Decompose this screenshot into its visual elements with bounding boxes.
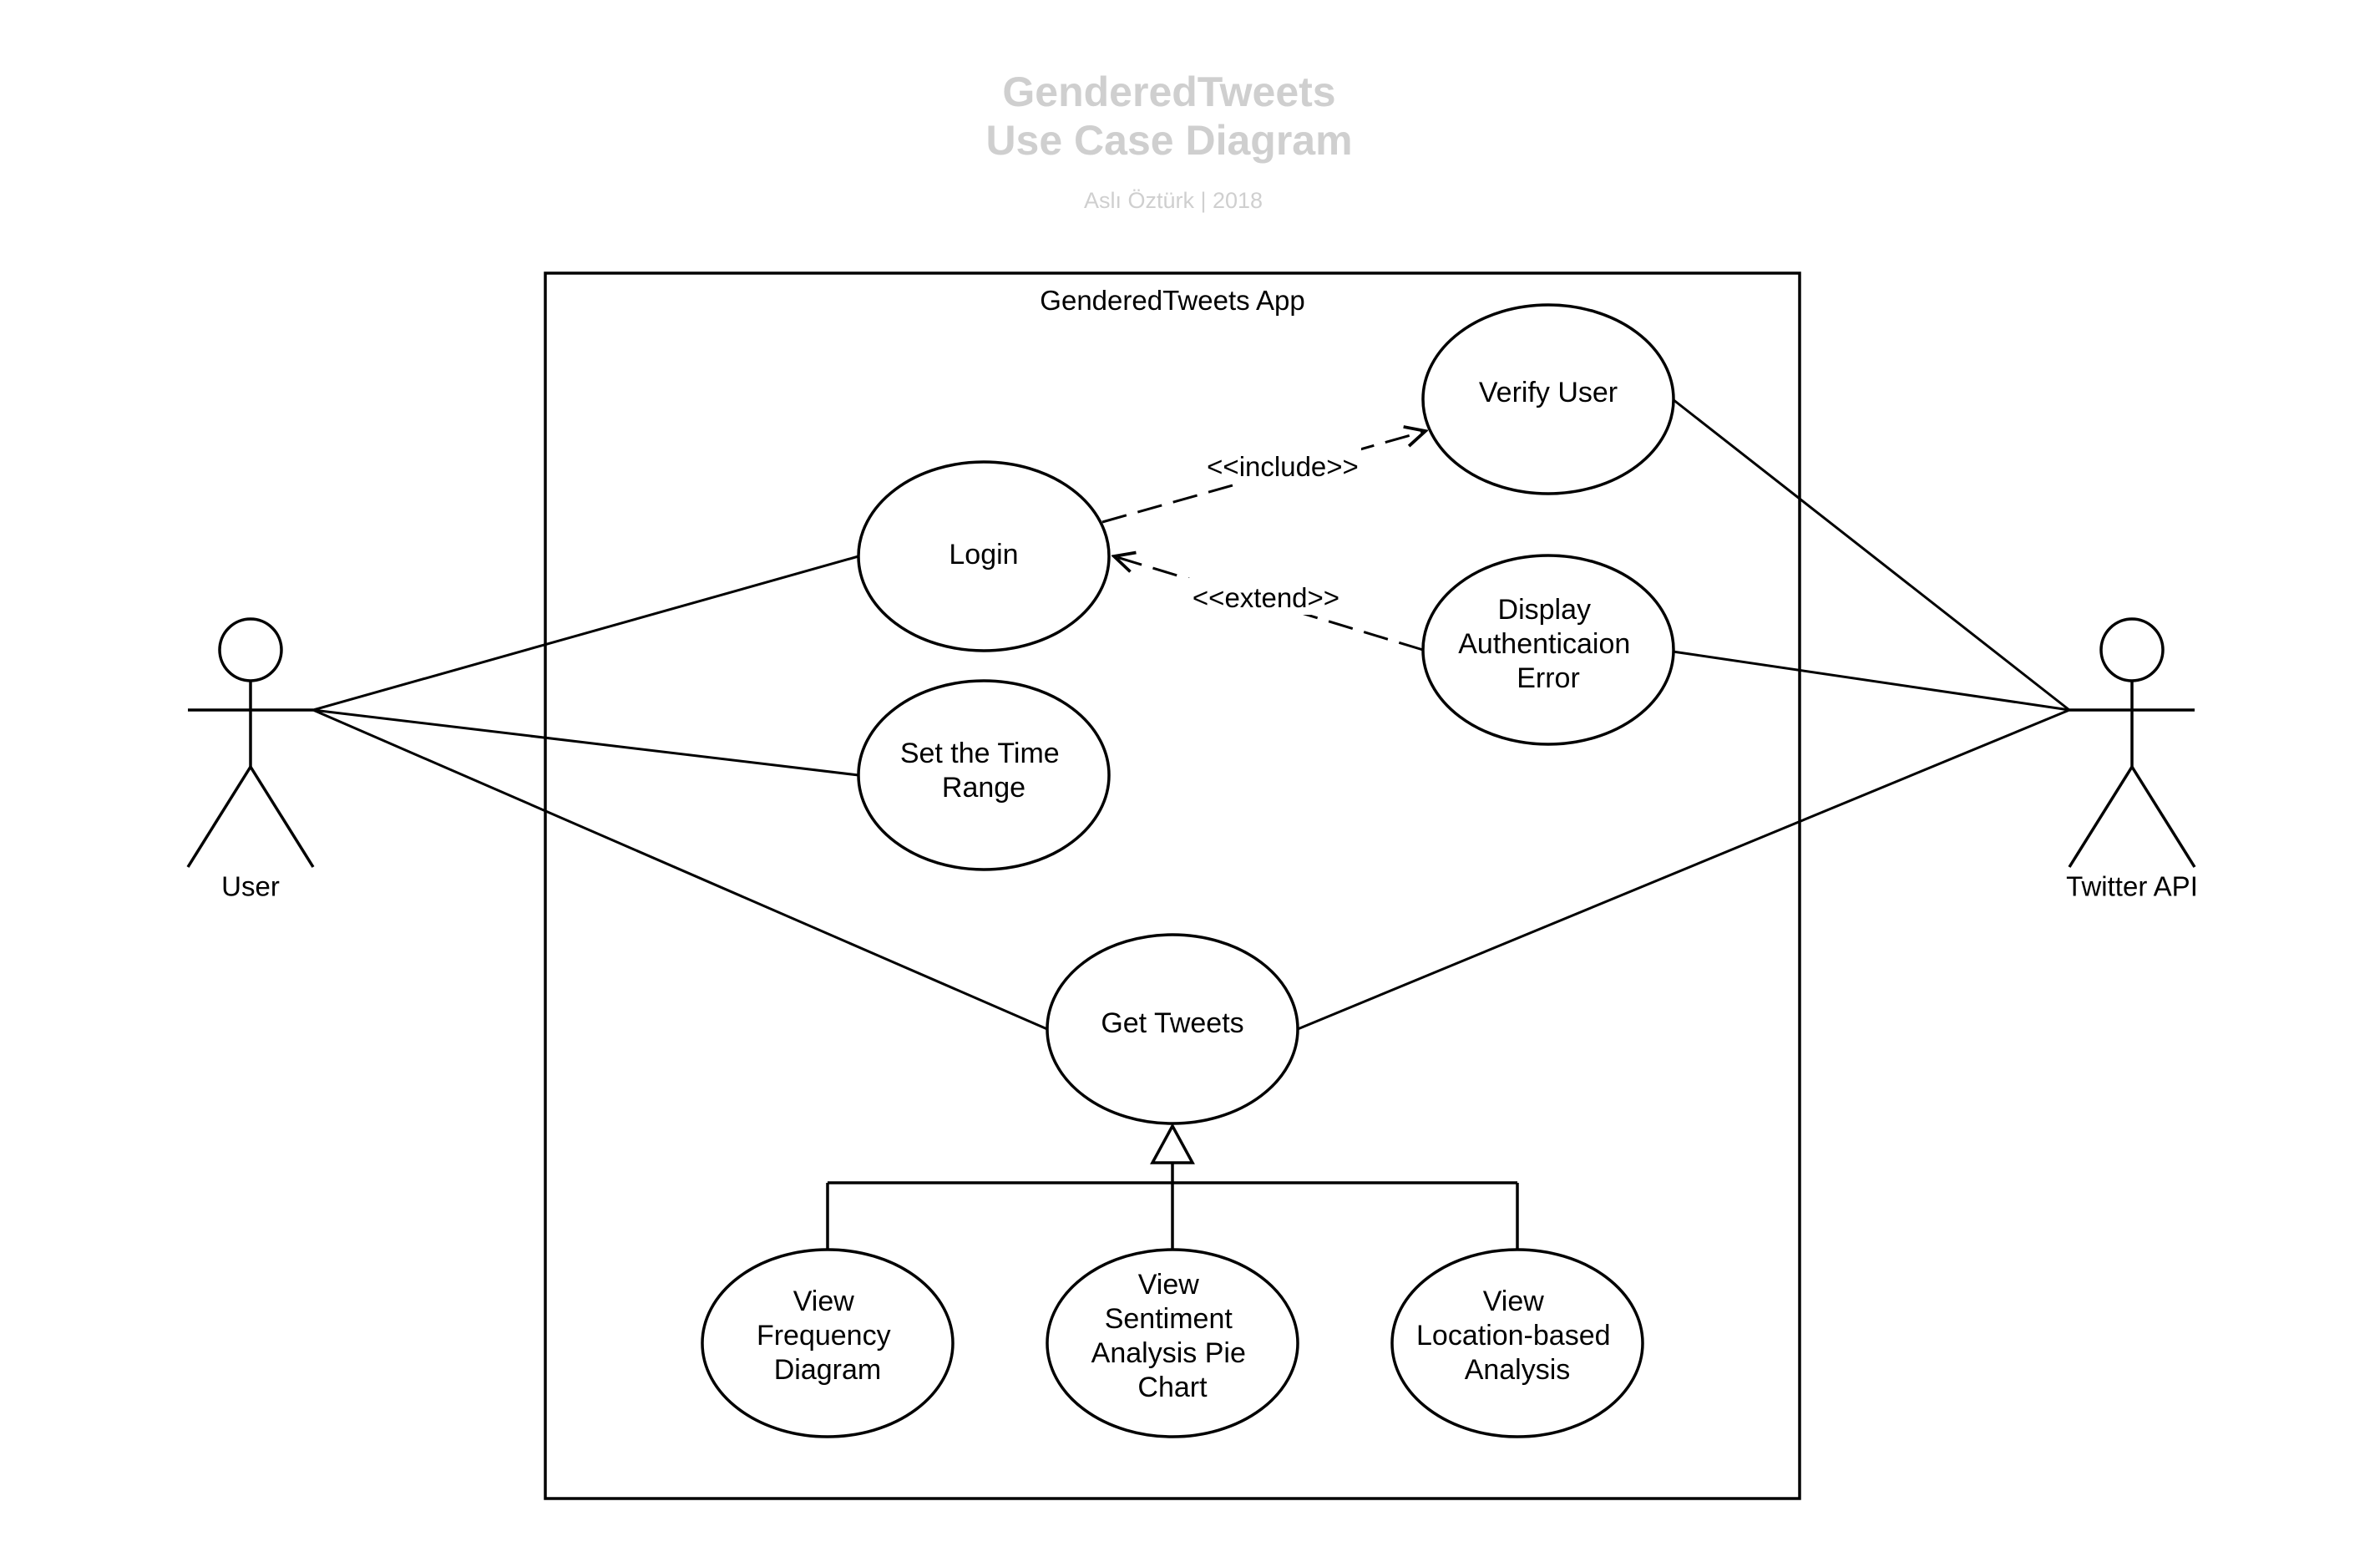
actor-user-head (218, 617, 283, 682)
use-case-login[interactable]: Login (857, 460, 1111, 652)
use-case-display-auth-error[interactable]: Display Authenticaion Error (1421, 554, 1675, 746)
use-case-set-time-range[interactable]: Set the Time Range (857, 679, 1111, 871)
use-case-set-time-range-label: Set the Time Range (900, 738, 1067, 804)
use-case-view-frequency-label: View Frequency Diagram (757, 1286, 899, 1386)
generalization-connectors (826, 1163, 1519, 1251)
include-label: <<include>> (1207, 451, 1359, 482)
use-case-view-location[interactable]: View Location-based Analysis (1390, 1248, 1644, 1438)
diagram-title-line-2: Use Case Diagram (985, 117, 1353, 164)
association-api-get-tweets (1297, 708, 2070, 1031)
use-case-display-auth-error-label: Display Authenticaion Error (1458, 594, 1638, 694)
use-case-login-label: Login (949, 539, 1018, 571)
twitter-api-associations (1297, 398, 2070, 1031)
use-case-get-tweets[interactable]: Get Tweets (1046, 933, 1299, 1125)
association-user-set-time-range (312, 708, 859, 777)
diagram-subtitle: Aslı Öztürk | 2018 (1083, 188, 1263, 213)
actor-user[interactable] (186, 617, 315, 868)
association-user-get-tweets (312, 708, 1048, 1031)
diagram-title-line-1: GenderedTweets (1002, 68, 1336, 115)
system-boundary-label: GenderedTweets App (1040, 285, 1304, 316)
user-associations (312, 555, 1048, 1031)
association-api-verify-user (1672, 398, 2070, 712)
association-api-display-error (1672, 650, 2070, 712)
system-boundary (544, 271, 1801, 1500)
use-case-get-tweets-label: Get Tweets (1101, 1007, 1243, 1039)
actor-twitter-api-head (2099, 617, 2165, 682)
use-case-view-sentiment[interactable]: View Sentiment Analysis Pie Chart (1046, 1248, 1299, 1438)
actor-twitter-api[interactable] (2068, 617, 2196, 868)
use-case-verify-user[interactable]: Verify User (1421, 303, 1675, 495)
extend-label-bg (1186, 578, 1346, 615)
actor-twitter-api-label: Twitter API (2066, 871, 2198, 902)
extend-label: <<extend>> (1193, 582, 1339, 613)
use-case-view-location-label: View Location-based Analysis (1416, 1286, 1618, 1386)
use-case-view-sentiment-label: View Sentiment Analysis Pie Chart (1091, 1269, 1254, 1403)
use-case-view-frequency[interactable]: View Frequency Diagram (701, 1248, 955, 1438)
generalization-triangle (1150, 1123, 1195, 1164)
use-case-verify-user-label: Verify User (1479, 377, 1618, 408)
association-user-login (312, 555, 859, 712)
actor-user-label: User (221, 871, 280, 902)
include-label-bg (1203, 447, 1361, 484)
